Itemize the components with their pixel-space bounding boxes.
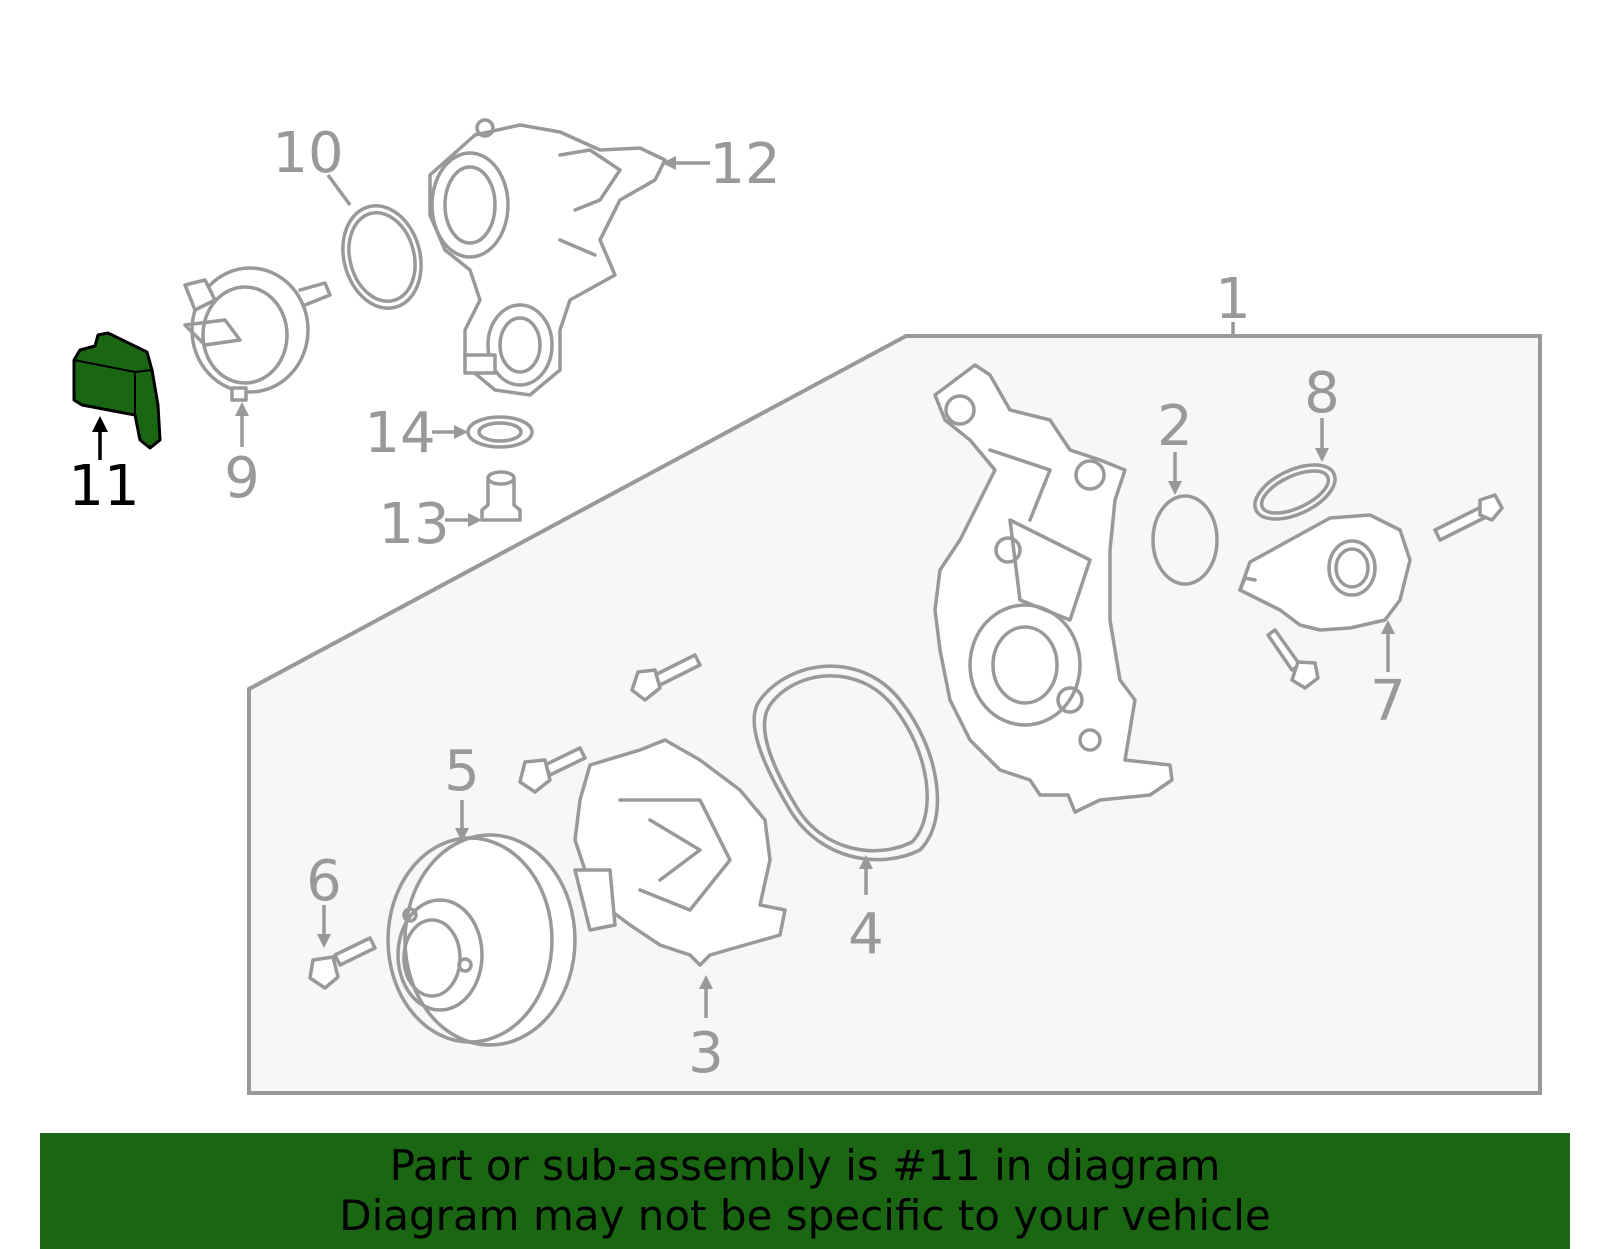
part-12-coolant-housing <box>428 118 667 397</box>
part-3-water-pump <box>573 738 787 967</box>
part-1-front-cover <box>933 363 1174 814</box>
callout-11: 11 <box>68 454 139 519</box>
part-7-cover <box>1238 493 1504 690</box>
callout-10: 10 <box>272 121 343 186</box>
banner-line-1: Part or sub-assembly is #11 in diagram <box>389 1141 1221 1190</box>
assembly-1-box <box>247 334 1542 1095</box>
bolt-middle <box>518 746 587 794</box>
callout-12: 12 <box>709 132 780 197</box>
part-14-gasket <box>466 415 534 449</box>
callout-13: 13 <box>378 492 449 557</box>
callout-4: 4 <box>848 902 884 967</box>
part-6-bolt <box>308 936 377 990</box>
callout-14: 14 <box>364 401 435 466</box>
part-8-o-ring <box>1253 463 1337 521</box>
part-10-o-ring <box>341 204 423 310</box>
callout-3: 3 <box>688 1021 724 1086</box>
part-5-pulley <box>386 833 577 1047</box>
part-11-bracket <box>72 331 162 450</box>
callout-5: 5 <box>444 739 480 804</box>
callout-2: 2 <box>1157 394 1193 459</box>
part-13-plug <box>480 470 522 522</box>
callout-8: 8 <box>1304 361 1340 426</box>
part-2-o-ring <box>1151 494 1219 586</box>
callout-6: 6 <box>306 849 342 914</box>
callout-1: 1 <box>1215 267 1251 332</box>
part-4-gasket <box>752 664 940 862</box>
leader-10 <box>326 173 352 207</box>
info-banner: Part or sub-assembly is #11 in diagram D… <box>40 1133 1570 1249</box>
callout-7: 7 <box>1370 669 1406 734</box>
callout-9: 9 <box>224 446 260 511</box>
bolt-upper <box>630 653 702 702</box>
banner-line-2: Diagram may not be specific to your vehi… <box>339 1191 1271 1240</box>
part-9-thermostat <box>183 266 332 402</box>
